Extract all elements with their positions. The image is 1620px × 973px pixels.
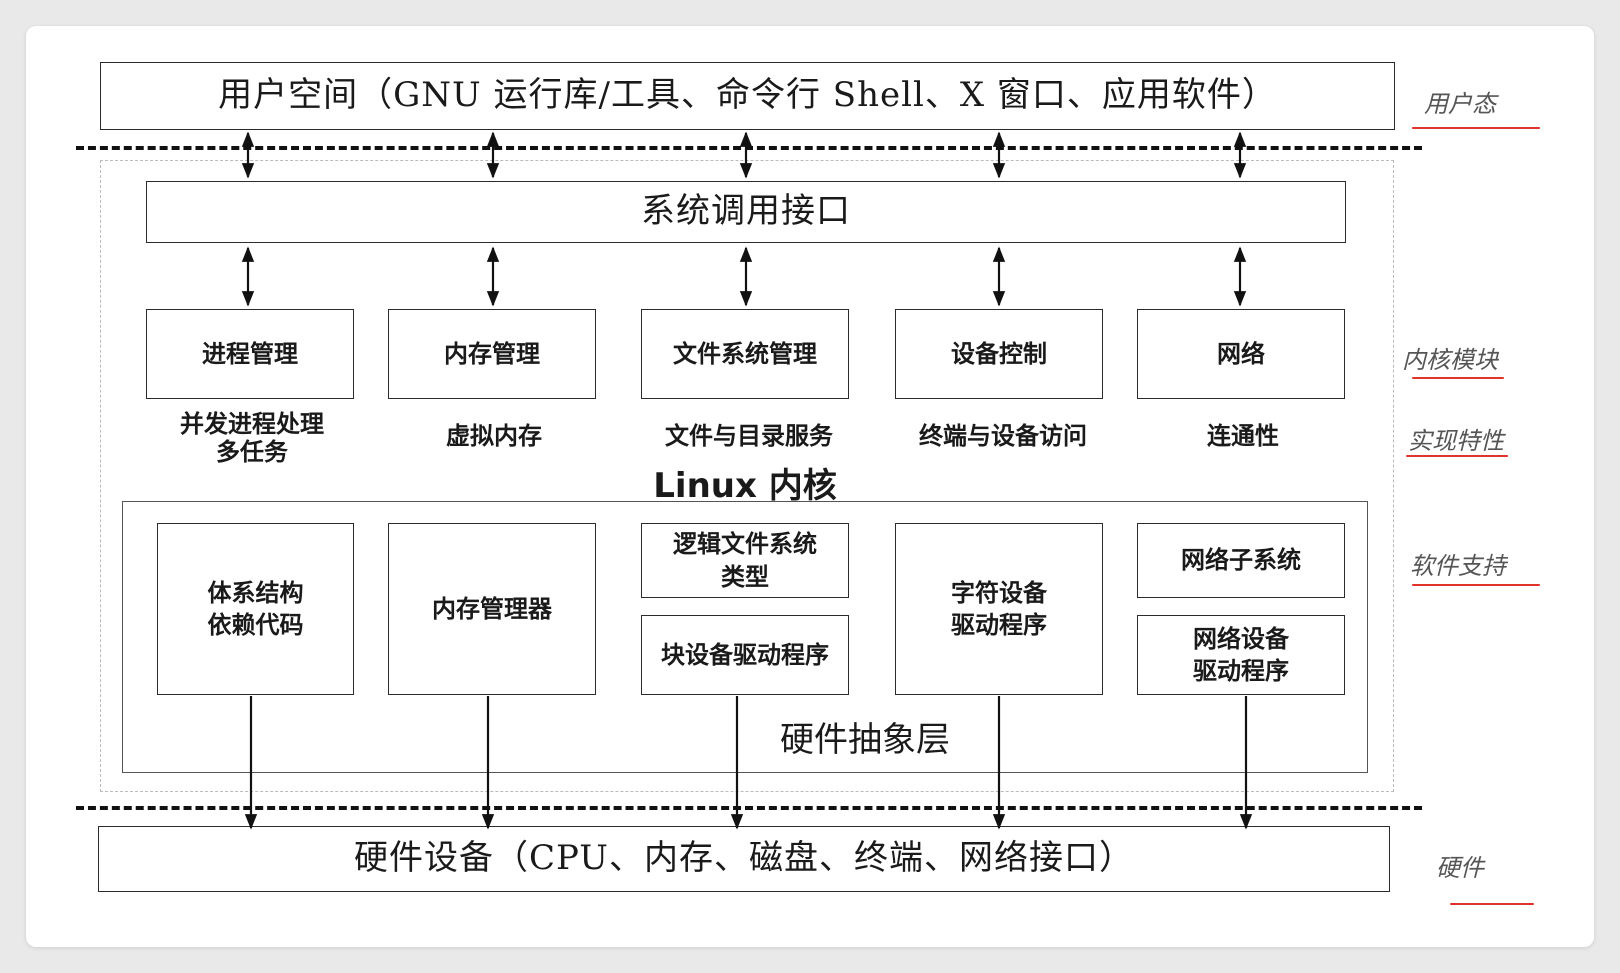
arch-line: 体系结构 <box>207 578 304 607</box>
feature-line: 多任务 <box>216 437 288 466</box>
feature-process: 并发进程处理 多任务 <box>146 410 358 466</box>
module-network: 网络 <box>1137 309 1345 399</box>
block-driver-label: 块设备驱动程序 <box>661 640 829 669</box>
side-underline <box>1412 584 1540 586</box>
feature-line: 终端与设备访问 <box>919 422 1087 450</box>
module-device-control: 设备控制 <box>895 309 1103 399</box>
memory-manager-box: 内存管理器 <box>388 523 596 695</box>
side-underline <box>1406 455 1508 457</box>
syscall-interface-label: 系统调用接口 <box>641 191 851 232</box>
hardware-box: 硬件设备（CPU、内存、磁盘、终端、网络接口） <box>98 826 1390 892</box>
hal-label: 硬件抽象层 <box>780 720 950 760</box>
module-memory-management: 内存管理 <box>388 309 596 399</box>
char-driver-box: 字符设备 驱动程序 <box>895 523 1103 695</box>
feature-line: 文件与目录服务 <box>665 422 833 450</box>
side-label-kernel-modules: 内核模块 <box>1402 346 1498 374</box>
diagram-card <box>26 26 1594 947</box>
feature-memory: 虚拟内存 <box>388 422 600 451</box>
net-driver-line: 网络设备 <box>1193 624 1289 653</box>
module-filesystem-management: 文件系统管理 <box>641 309 849 399</box>
module-label: 进程管理 <box>202 339 298 368</box>
logical-fs-box: 逻辑文件系统 类型 <box>641 523 849 598</box>
char-driver-line: 驱动程序 <box>951 611 1047 639</box>
side-label-hardware: 硬件 <box>1436 854 1484 882</box>
side-underline <box>1412 127 1540 129</box>
logical-fs-line: 逻辑文件系统 <box>673 530 817 559</box>
side-underline <box>1412 377 1504 379</box>
kernel-hardware-separator <box>76 806 1422 810</box>
arch-line: 依赖代码 <box>207 611 304 639</box>
module-label: 内存管理 <box>444 339 540 368</box>
memory-manager-label: 内存管理器 <box>432 594 552 623</box>
hardware-label: 硬件设备（CPU、内存、磁盘、终端、网络接口） <box>354 838 1134 879</box>
side-label-features: 实现特性 <box>1408 427 1504 455</box>
feature-line: 连通性 <box>1207 422 1279 450</box>
module-label: 文件系统管理 <box>673 339 817 368</box>
net-driver-line: 驱动程序 <box>1193 657 1289 685</box>
feature-line: 虚拟内存 <box>446 422 542 450</box>
side-label-software-support: 软件支持 <box>1410 552 1506 580</box>
net-subsystem-box: 网络子系统 <box>1137 523 1345 598</box>
char-driver-line: 字符设备 <box>951 578 1047 607</box>
user-space-label: 用户空间（GNU 运行库/工具、命令行 Shell、X 窗口、应用软件） <box>218 75 1277 116</box>
feature-network: 连通性 <box>1137 422 1349 451</box>
module-process-management: 进程管理 <box>146 309 354 399</box>
syscall-interface-box: 系统调用接口 <box>146 181 1346 243</box>
feature-device: 终端与设备访问 <box>885 422 1121 451</box>
side-label-user-mode: 用户态 <box>1424 90 1496 118</box>
feature-line: 并发进程处理 <box>180 410 324 438</box>
kernel-label: Linux 内核 <box>653 466 837 506</box>
net-driver-box: 网络设备 驱动程序 <box>1137 615 1345 695</box>
module-label: 设备控制 <box>951 339 1047 368</box>
side-underline <box>1450 903 1534 905</box>
logical-fs-line: 类型 <box>721 562 769 591</box>
block-driver-box: 块设备驱动程序 <box>641 615 849 695</box>
module-label: 网络 <box>1217 339 1265 368</box>
arch-dependent-code-box: 体系结构 依赖代码 <box>157 523 354 695</box>
user-space-box: 用户空间（GNU 运行库/工具、命令行 Shell、X 窗口、应用软件） <box>100 62 1395 130</box>
feature-filesystem: 文件与目录服务 <box>631 422 867 451</box>
net-subsystem-label: 网络子系统 <box>1181 546 1301 575</box>
